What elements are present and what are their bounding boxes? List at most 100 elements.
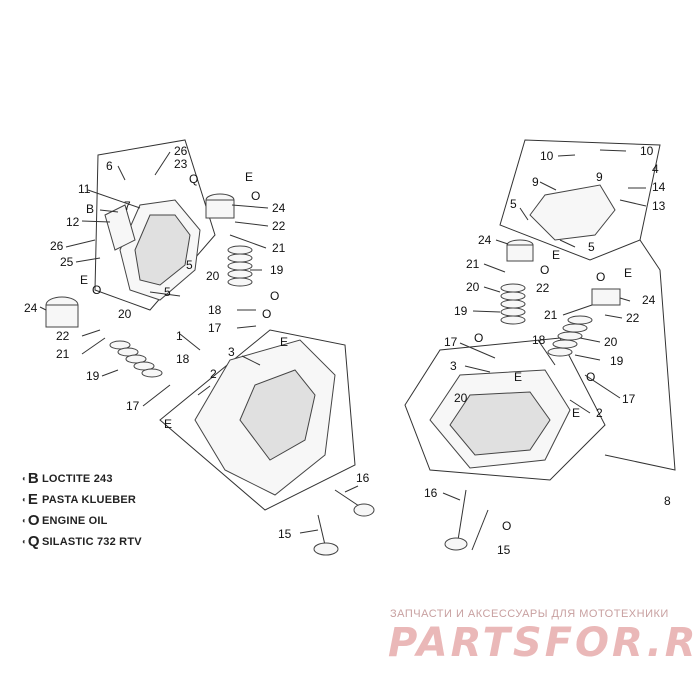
callout-10-b: 10 [640, 144, 654, 158]
left-assembly [45, 139, 375, 556]
callout-9-a: 9 [532, 175, 539, 189]
right-assembly [404, 139, 676, 551]
left-valve-15-head [313, 542, 339, 556]
right-cover-outline [499, 139, 661, 261]
callout-o-left-18: O [270, 289, 279, 303]
legend-text: LOCTITE 243 [42, 472, 113, 485]
callout-18-left-top: 18 [208, 303, 222, 317]
callout-6: 6 [106, 159, 113, 173]
left-labels: 26 23 Q 6 E 11 7 O B 24 12 22 21 26 25 5… [24, 144, 370, 541]
callout-7: 7 [124, 199, 131, 213]
legend-symbol: ◐O [22, 512, 42, 529]
callout-19-left-top: 19 [270, 263, 284, 277]
callout-24-right-a: 24 [478, 233, 492, 247]
callout-e-right-c: E [514, 370, 522, 384]
callout-19-right-a: 19 [454, 304, 468, 318]
callout-e-left-mid: E [80, 273, 88, 287]
drop-icon: ◐ [22, 495, 27, 504]
callout-o-right-c: O [474, 331, 483, 345]
callout-21-right-a: 21 [466, 257, 480, 271]
watermark-caption: ЗАПЧАСТИ И АКСЕССУАРЫ ДЛЯ МОТОТЕХНИКИ [390, 604, 690, 622]
drop-icon: ◐ [22, 516, 27, 525]
callout-e-left-2: E [164, 417, 172, 431]
callout-20-right-a: 20 [466, 280, 480, 294]
callout-9-b: 9 [596, 170, 603, 184]
callout-5-right-b: 5 [588, 240, 595, 254]
callout-14: 14 [652, 180, 666, 194]
left-cylinder-head-ports [239, 369, 316, 461]
left-spring-b [109, 340, 163, 378]
callout-o-right-a: O [540, 263, 549, 277]
legend-symbol-letter: E [27, 491, 38, 508]
callout-3-right: 3 [450, 359, 457, 373]
left-leaders [39, 151, 359, 534]
callout-21-left-top: 21 [272, 241, 286, 255]
callout-o-left-top: O [251, 189, 260, 203]
right-cylinder-head-ports [449, 391, 551, 456]
legend: ◐B LOCTITE 243 ◐E PASTA KLUEBER ◐O ENGIN… [22, 468, 222, 552]
callout-2-right: 2 [596, 406, 603, 420]
right-callout-8-line [604, 239, 676, 471]
callout-b: B [86, 202, 94, 216]
callout-1: 1 [176, 329, 183, 343]
callout-q-left: Q [189, 172, 198, 186]
callout-21-right-b: 21 [544, 308, 558, 322]
drop-icon: ◐ [22, 474, 27, 483]
callout-17-left-top: 17 [208, 321, 222, 335]
callout-o-right-e: O [502, 519, 511, 533]
left-valve-15 [317, 514, 326, 546]
legend-text: SILASTIC 732 RTV [42, 535, 142, 548]
drop-icon: ◐ [22, 537, 27, 546]
callout-e-right-d: E [572, 406, 580, 420]
callout-18-right: 18 [532, 333, 546, 347]
callout-26-top: 26 [174, 144, 188, 158]
callout-e-left-top: E [245, 170, 253, 184]
callout-12: 12 [66, 215, 80, 229]
callout-20-right-b: 20 [604, 335, 618, 349]
callout-17-right-b: 17 [622, 392, 636, 406]
legend-symbol: ◐Q [22, 533, 42, 550]
right-leaders [442, 149, 647, 501]
callout-26-mid: 26 [50, 239, 64, 253]
callout-4: 4 [652, 162, 659, 176]
right-cam-cover [529, 184, 616, 241]
callout-8: 8 [664, 494, 671, 508]
legend-text: PASTA KLUEBER [42, 493, 137, 506]
right-valve-15 [471, 509, 489, 551]
callout-24-right-b: 24 [642, 293, 656, 307]
right-valve-16-head [444, 537, 468, 551]
callout-20-left-top: 20 [206, 269, 220, 283]
legend-text: ENGINE OIL [42, 514, 108, 527]
callout-17-left-mid: 17 [126, 399, 140, 413]
callout-15-left: 15 [278, 527, 292, 541]
callout-o-left-mid: O [92, 283, 101, 297]
callout-11: 11 [78, 182, 91, 196]
legend-symbol: ◐B [22, 470, 42, 487]
left-head-outline [159, 329, 356, 511]
callout-16-left: 16 [356, 471, 370, 485]
legend-row-o: ◐O ENGINE OIL [22, 510, 222, 531]
callout-o-right-b: O [596, 270, 605, 284]
callout-21-left-mid: 21 [56, 347, 70, 361]
callout-2-left: 2 [210, 367, 217, 381]
callout-24-left-top: 24 [272, 201, 286, 215]
callout-20-left-mid: 20 [118, 307, 132, 321]
right-spring-a [500, 283, 526, 325]
left-spring-a [227, 245, 253, 287]
callout-3-left: 3 [228, 345, 235, 359]
legend-row-e: ◐E PASTA KLUEBER [22, 489, 222, 510]
left-bucket-24b-body [45, 304, 79, 328]
right-head-outline [404, 337, 606, 481]
callout-19-right-b: 19 [610, 354, 624, 368]
callout-15-right: 15 [497, 543, 511, 557]
callout-18-left-mid: 18 [176, 352, 190, 366]
watermark-logo: PARTSFOR.RU [388, 620, 700, 666]
callout-10-a: 10 [540, 149, 554, 163]
right-bucket-24b [591, 288, 621, 306]
legend-symbol-letter: B [27, 470, 39, 487]
right-valve-16 [457, 489, 467, 541]
left-cam-cover-inner [134, 214, 191, 286]
callout-13: 13 [652, 199, 666, 213]
callout-25: 25 [60, 255, 74, 269]
